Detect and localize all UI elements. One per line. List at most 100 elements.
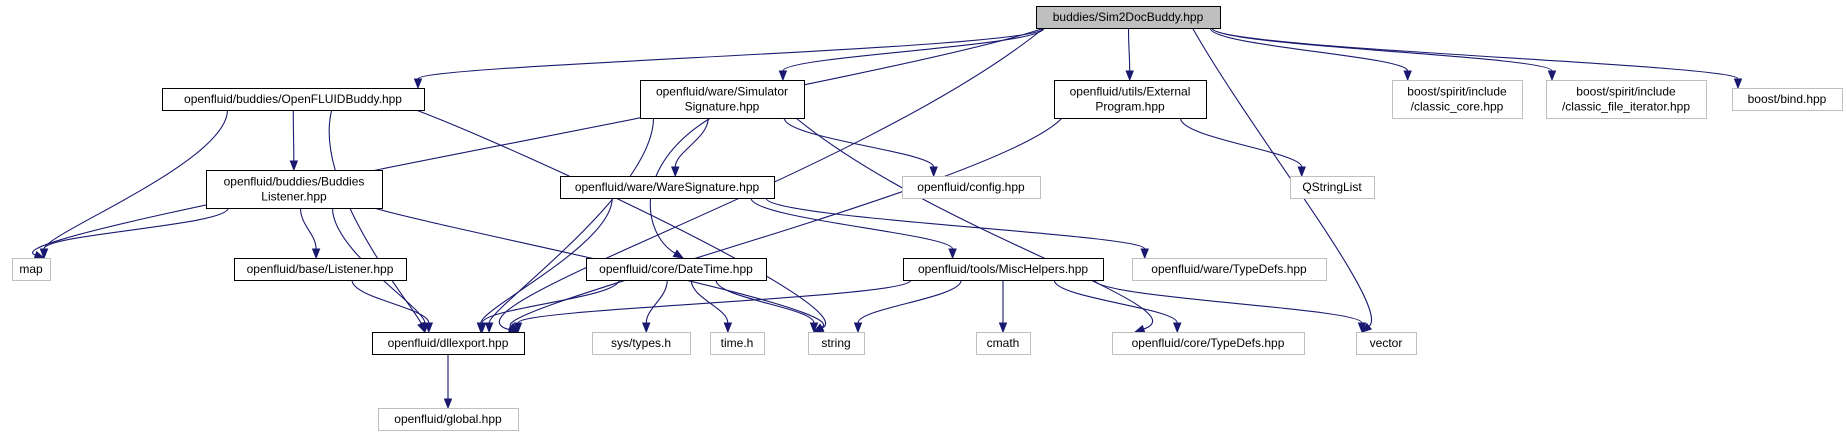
arrowhead bbox=[998, 322, 1008, 334]
node-label: openfluid/ware/Simulator bbox=[656, 85, 788, 99]
edge-simsig-to-waresig bbox=[671, 117, 709, 178]
edge-waresig-to-misc bbox=[750, 197, 957, 260]
node-ofbuddy[interactable]: openfluid/buddies/OpenFLUIDBuddy.hpp bbox=[162, 88, 425, 111]
edge-line bbox=[1192, 27, 1372, 327]
node-box bbox=[12, 258, 51, 281]
arrowhead bbox=[929, 166, 938, 178]
edge-ofbuddy-to-buddieslistener bbox=[289, 109, 299, 172]
arrowhead bbox=[443, 398, 453, 410]
edge-line bbox=[488, 117, 655, 324]
arrowhead bbox=[413, 78, 423, 90]
edge-line bbox=[750, 197, 954, 250]
node-box bbox=[976, 332, 1031, 355]
edge-line bbox=[292, 109, 295, 162]
node-box bbox=[903, 258, 1104, 281]
nodes-layer: buddies/Sim2DocBuddy.hpp map openfluid/dll… bbox=[12, 6, 1843, 431]
node-dllexport[interactable]: openfluid/dllexport.hpp bbox=[372, 332, 525, 355]
node-label: openfluid/global.hpp bbox=[394, 412, 502, 426]
edge-root-to-classic_core bbox=[1209, 27, 1412, 82]
node-timeh: time.h bbox=[710, 332, 765, 355]
node-label: openfluid/ware/TypeDefs.hpp bbox=[1151, 262, 1307, 276]
edge-line bbox=[1211, 27, 1739, 80]
node-box bbox=[808, 332, 865, 355]
node-label: openfluid/tools/MiscHelpers.hpp bbox=[918, 262, 1088, 276]
node-label: time.h bbox=[721, 336, 754, 350]
node-label: boost/bind.hpp bbox=[1748, 92, 1827, 106]
edge-simsig-to-dllexport bbox=[484, 117, 655, 334]
edge-extprog-to-dllexport bbox=[507, 117, 1063, 333]
edge-line bbox=[1127, 27, 1131, 72]
node-systypes: sys/types.h bbox=[592, 332, 691, 355]
arrowhead bbox=[1360, 322, 1373, 333]
edge-buddieslistener-to-map bbox=[39, 207, 229, 260]
edge-datetime-to-string bbox=[715, 279, 819, 334]
node-label: sys/types.h bbox=[611, 336, 671, 350]
edge-datetime-to-systypes bbox=[642, 279, 668, 334]
edge-root-to-simsig bbox=[778, 27, 1045, 82]
arrowhead bbox=[672, 249, 685, 259]
node-box bbox=[560, 176, 775, 199]
node-box bbox=[372, 332, 525, 355]
node-label: map bbox=[19, 262, 43, 276]
edge-line bbox=[417, 27, 1045, 80]
edge-line bbox=[795, 117, 1154, 330]
node-label: openfluid/core/TypeDefs.hpp bbox=[1132, 336, 1285, 350]
edge-line bbox=[517, 279, 912, 324]
edge-datetime-to-dllexport bbox=[477, 279, 620, 334]
edge-simsig-to-config bbox=[783, 117, 938, 178]
node-root[interactable]: buddies/Sim2DocBuddy.hpp bbox=[1036, 6, 1221, 29]
node-box bbox=[1054, 80, 1207, 119]
arrowhead bbox=[1733, 78, 1743, 90]
node-label: Program.hpp bbox=[1095, 100, 1165, 114]
arrowhead bbox=[778, 70, 788, 82]
node-box bbox=[1732, 88, 1843, 111]
node-box bbox=[1392, 80, 1523, 119]
node-vector: vector bbox=[1356, 332, 1417, 355]
node-box bbox=[902, 176, 1041, 199]
arrowhead bbox=[642, 322, 651, 334]
edge-ofbuddy-to-map bbox=[39, 109, 229, 260]
arrowhead bbox=[948, 248, 957, 260]
arrowhead bbox=[513, 322, 523, 334]
arrowhead bbox=[1357, 322, 1367, 334]
edge-datetime-to-timeh bbox=[690, 279, 733, 334]
node-box bbox=[1036, 6, 1221, 29]
edge-listener-to-dllexport bbox=[351, 279, 434, 334]
edge-misc-to-cmath bbox=[998, 280, 1008, 334]
node-box bbox=[1132, 258, 1327, 281]
edge-root-to-classic_file bbox=[1211, 27, 1557, 82]
node-label: QStringList bbox=[1302, 180, 1362, 194]
node-label: /classic_core.hpp bbox=[1411, 100, 1504, 114]
node-box bbox=[234, 258, 407, 281]
node-box bbox=[1290, 176, 1375, 199]
node-box bbox=[1356, 332, 1417, 355]
edge-waresig-to-waretypedefs bbox=[765, 197, 1149, 260]
node-box bbox=[206, 170, 383, 209]
node-label: buddies/Sim2DocBuddy.hpp bbox=[1053, 10, 1204, 24]
edge-line bbox=[480, 197, 613, 324]
node-label: cmath bbox=[987, 336, 1020, 350]
node-misc[interactable]: openfluid/tools/MiscHelpers.hpp bbox=[903, 258, 1104, 281]
node-label: Signature.hpp bbox=[685, 100, 760, 114]
node-listener[interactable]: openfluid/base/Listener.hpp bbox=[234, 258, 407, 281]
edge-line bbox=[1179, 117, 1303, 168]
edge-line bbox=[857, 279, 962, 324]
node-box bbox=[378, 408, 519, 431]
node-label: openfluid/buddies/OpenFLUIDBuddy.hpp bbox=[184, 92, 402, 106]
edge-line bbox=[1094, 279, 1363, 324]
node-datetime[interactable]: openfluid/core/DateTime.hpp bbox=[586, 258, 767, 281]
edge-line bbox=[415, 109, 826, 329]
node-waresig[interactable]: openfluid/ware/WareSignature.hpp bbox=[560, 176, 775, 199]
node-global: openfluid/global.hpp bbox=[378, 408, 519, 431]
arrowhead bbox=[812, 323, 825, 333]
arrowhead bbox=[1133, 324, 1146, 333]
node-box bbox=[162, 88, 425, 111]
node-waretypedefs: openfluid/ware/TypeDefs.hpp bbox=[1132, 258, 1327, 281]
node-box bbox=[586, 258, 767, 281]
edge-line bbox=[328, 109, 422, 324]
edge-line bbox=[43, 207, 229, 250]
